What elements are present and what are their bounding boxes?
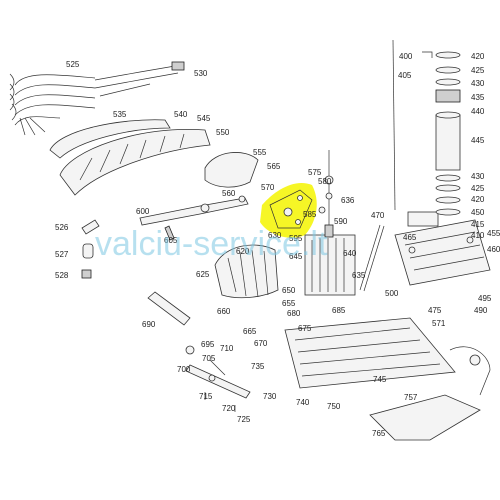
label-425b: 425 [471,184,485,193]
label-765: 765 [372,429,386,438]
cover-part [49,119,171,159]
label-690: 690 [142,320,156,329]
label-620: 620 [236,247,250,256]
label-528: 528 [55,271,69,280]
label-750: 750 [327,402,341,411]
label-450: 450 [471,208,485,217]
label-555: 555 [253,148,267,157]
label-410: 410 [471,231,485,240]
label-470: 470 [371,211,385,220]
highlighted-bracket-part [260,182,317,238]
side-cover-part [204,152,259,188]
label-490: 490 [474,306,488,315]
label-400: 400 [399,52,413,61]
mount-bracket-part [369,346,491,441]
label-595: 595 [289,234,303,243]
gear-mechanism-part [304,150,356,296]
label-430: 430 [471,79,485,88]
label-585: 585 [303,210,317,219]
label-527: 527 [55,250,69,259]
label-700: 700 [177,365,191,374]
label-565: 565 [267,162,281,171]
part-labels: 525 530 535 540 545 550 555 565 560 570 … [55,52,500,438]
label-720: 720 [222,404,236,413]
pin-part [164,225,175,241]
label-695: 695 [201,340,215,349]
label-545: 545 [197,114,211,123]
label-590: 590 [334,217,348,226]
linkage-rod-part [139,195,249,226]
label-670: 670 [254,339,268,348]
housing-part [59,128,211,196]
label-660: 660 [217,307,231,316]
label-420: 420 [471,52,485,61]
label-745: 745 [373,375,387,384]
label-530: 530 [194,69,208,78]
label-730: 730 [263,392,277,401]
label-635: 635 [352,271,366,280]
label-605: 605 [164,236,178,245]
label-655: 655 [282,299,296,308]
label-575: 575 [308,168,322,177]
label-540: 540 [174,110,188,119]
label-725: 725 [237,415,251,424]
label-685: 685 [332,306,346,315]
label-465: 465 [403,233,417,242]
label-440: 440 [471,107,485,116]
label-571: 571 [432,319,446,328]
label-405: 405 [398,71,412,80]
coiled-cable-part [9,61,185,136]
label-420b: 420 [471,195,485,204]
label-415: 415 [471,220,485,229]
lever-linkage-part [185,345,251,412]
label-740: 740 [296,398,310,407]
label-645: 645 [289,252,303,261]
motor-housing-part [214,244,279,299]
label-640: 640 [343,249,357,258]
label-757: 757 [404,393,418,402]
label-715: 715 [199,392,213,401]
label-680: 680 [287,309,301,318]
label-735: 735 [251,362,265,371]
label-650: 650 [282,286,296,295]
tiller-handle-part [147,291,191,326]
label-495: 495 [478,294,492,303]
label-560: 560 [222,189,236,198]
label-525: 525 [66,60,80,69]
label-675: 675 [298,324,312,333]
label-425: 425 [471,66,485,75]
column-stack-part [422,51,461,216]
label-455: 455 [487,229,500,238]
label-570: 570 [261,183,275,192]
label-526: 526 [55,223,69,232]
label-580: 580 [318,177,332,186]
label-600: 600 [136,207,150,216]
label-630: 630 [268,231,282,240]
label-705: 705 [202,354,216,363]
motor-head-part [394,211,491,286]
watermark-text: valciu-service.lt [95,225,328,263]
label-665: 665 [243,327,257,336]
label-535: 535 [113,110,127,119]
label-460: 460 [487,245,500,254]
label-500: 500 [385,289,399,298]
label-636: 636 [341,196,355,205]
label-550: 550 [216,128,230,137]
label-435: 435 [471,93,485,102]
label-625: 625 [196,270,210,279]
base-tray-part [284,317,456,389]
label-430b: 430 [471,172,485,181]
label-710: 710 [220,344,234,353]
small-parts [81,219,100,279]
label-475: 475 [428,306,442,315]
shaft-part [359,39,396,292]
label-445: 445 [471,136,485,145]
